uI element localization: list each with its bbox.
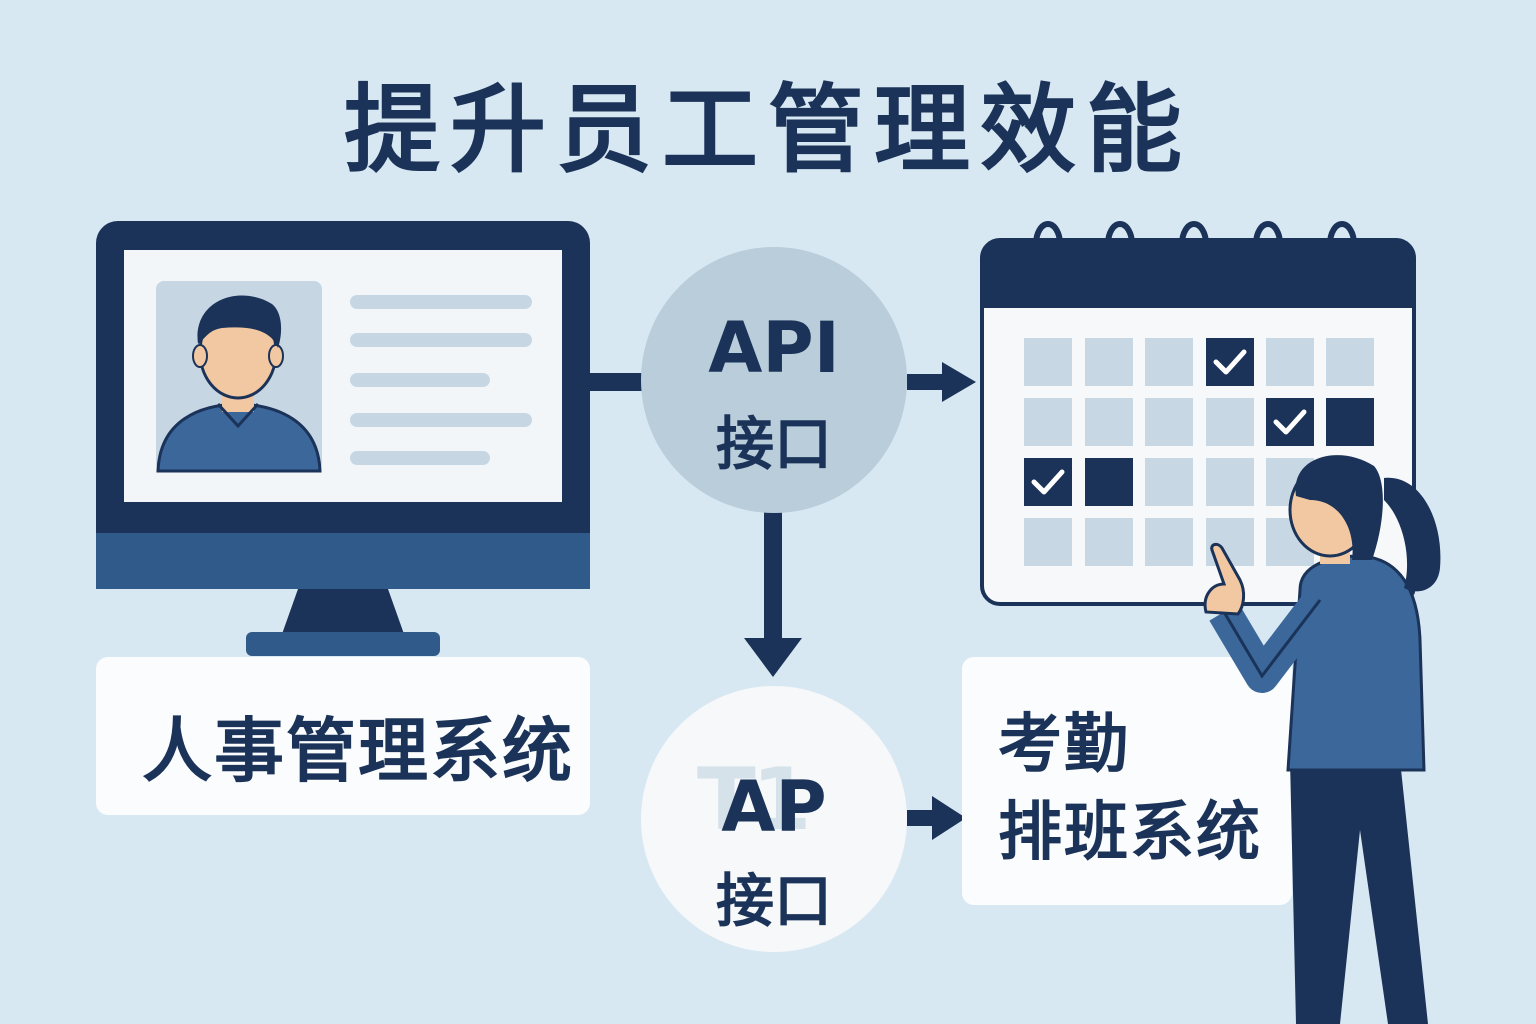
page-title: 提升员工管理效能 xyxy=(344,74,1192,186)
api-bubble-top: API 接口 xyxy=(641,247,907,513)
woman-pointing-icon xyxy=(1203,455,1441,1024)
api-label: AP xyxy=(721,766,827,848)
connector-arrows xyxy=(590,362,976,840)
avatar xyxy=(156,295,322,473)
api-interface-label: 接口 xyxy=(715,867,832,935)
check-icon xyxy=(1031,349,1307,495)
api-bubble-bottom: T1 AP 接口 xyxy=(641,686,907,952)
attendance-system-label-box: 考勤 排班系统 xyxy=(962,657,1292,905)
hr-system-label: 人事管理系统 xyxy=(142,710,574,792)
scheduling-system-label: 排班系统 xyxy=(998,796,1262,870)
ghost-text: T1 xyxy=(697,750,811,850)
hr-system-label-box: 人事管理系统 xyxy=(96,657,590,815)
monitor-icon xyxy=(96,221,590,656)
api-label: API xyxy=(708,307,840,389)
attendance-label: 考勤 xyxy=(998,708,1130,782)
api-interface-label: 接口 xyxy=(715,410,832,478)
